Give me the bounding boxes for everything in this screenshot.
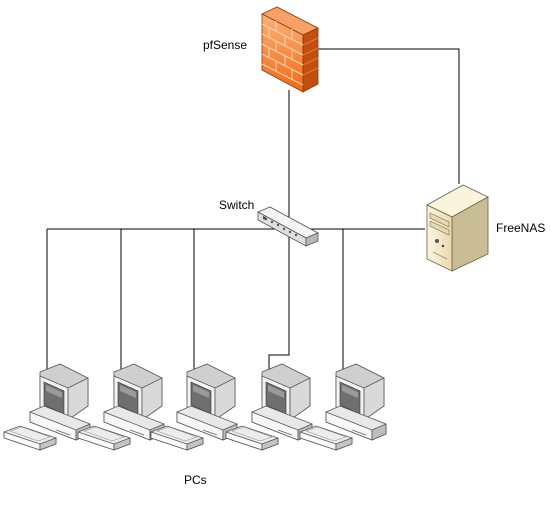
switch-label: Switch	[219, 198, 254, 212]
server-icon	[426, 184, 489, 272]
pc-icon	[150, 363, 238, 451]
connection-lines	[46, 48, 460, 372]
wire-pc-4	[268, 229, 290, 372]
firewall-label: pfSense	[203, 38, 247, 52]
firewall-icon	[261, 6, 319, 93]
switch-icon	[257, 206, 319, 247]
pc-icon	[225, 363, 313, 451]
pcs-label: PCs	[184, 473, 207, 487]
wire-firewall-server	[318, 48, 460, 184]
pc-group	[3, 363, 387, 451]
server-label: FreeNAS	[496, 221, 545, 235]
pc-icon	[3, 363, 91, 451]
pc-icon	[299, 363, 387, 451]
